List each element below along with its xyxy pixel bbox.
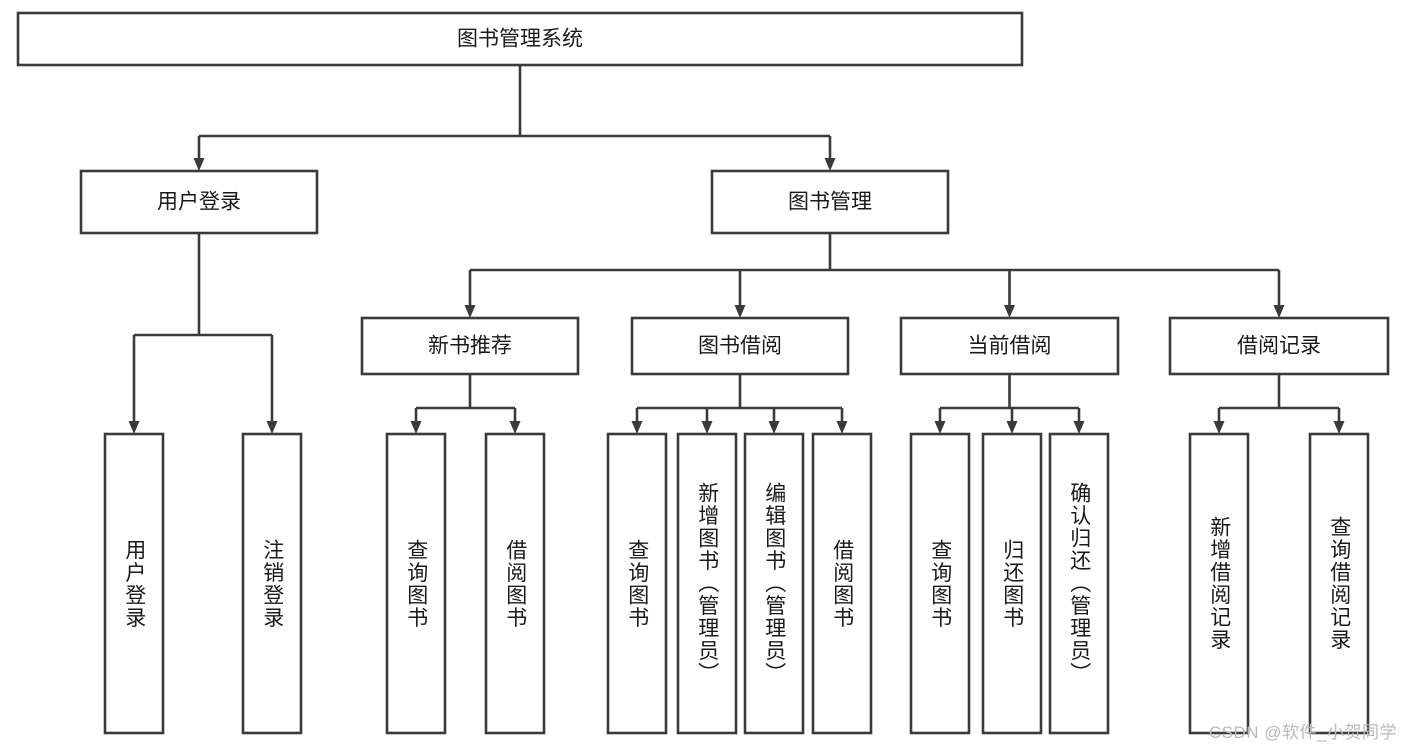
node-图书借阅-label: 图书借阅 xyxy=(698,335,782,358)
node-查询图书-box[interactable] xyxy=(909,432,971,735)
node-图书管理系统-label: 图书管理系统 xyxy=(457,28,583,51)
node-新书推荐-label: 新书推荐 xyxy=(428,335,512,358)
node-图书管理-box[interactable] xyxy=(710,169,950,235)
node-用户登录-box[interactable] xyxy=(79,169,319,235)
node-查询图书-box[interactable] xyxy=(385,432,447,735)
node-借阅记录-box[interactable] xyxy=(1168,316,1390,376)
node-新增图书管理员-box[interactable] xyxy=(676,432,738,735)
node-借阅图书-box[interactable] xyxy=(811,432,873,735)
node-图书管理-label: 图书管理 xyxy=(788,191,872,214)
node-查询图书-box[interactable] xyxy=(606,432,668,735)
node-用户登录-label: 用户登录 xyxy=(157,191,241,214)
node-确认归还管理员-box[interactable] xyxy=(1048,432,1110,735)
connectors-layer xyxy=(128,65,1345,434)
node-编辑图书管理员-box[interactable] xyxy=(743,432,805,735)
node-图书管理系统-box[interactable] xyxy=(16,11,1024,67)
node-借阅图书-box[interactable] xyxy=(484,432,546,735)
node-注销登录-box[interactable] xyxy=(241,432,303,735)
node-新书推荐-box[interactable] xyxy=(360,316,580,376)
node-归还图书-box[interactable] xyxy=(981,432,1043,735)
node-图书借阅-box[interactable] xyxy=(630,316,850,376)
node-当前借阅-label: 当前借阅 xyxy=(968,335,1052,358)
node-新增借阅记录-box[interactable] xyxy=(1188,432,1250,735)
node-用户登录-box[interactable] xyxy=(103,432,165,735)
watermark-text: CSDN @软件_小贺同学 xyxy=(1208,723,1397,742)
node-借阅记录-label: 借阅记录 xyxy=(1237,335,1321,358)
node-当前借阅-box[interactable] xyxy=(899,316,1120,376)
node-查询借阅记录-box[interactable] xyxy=(1308,432,1370,735)
